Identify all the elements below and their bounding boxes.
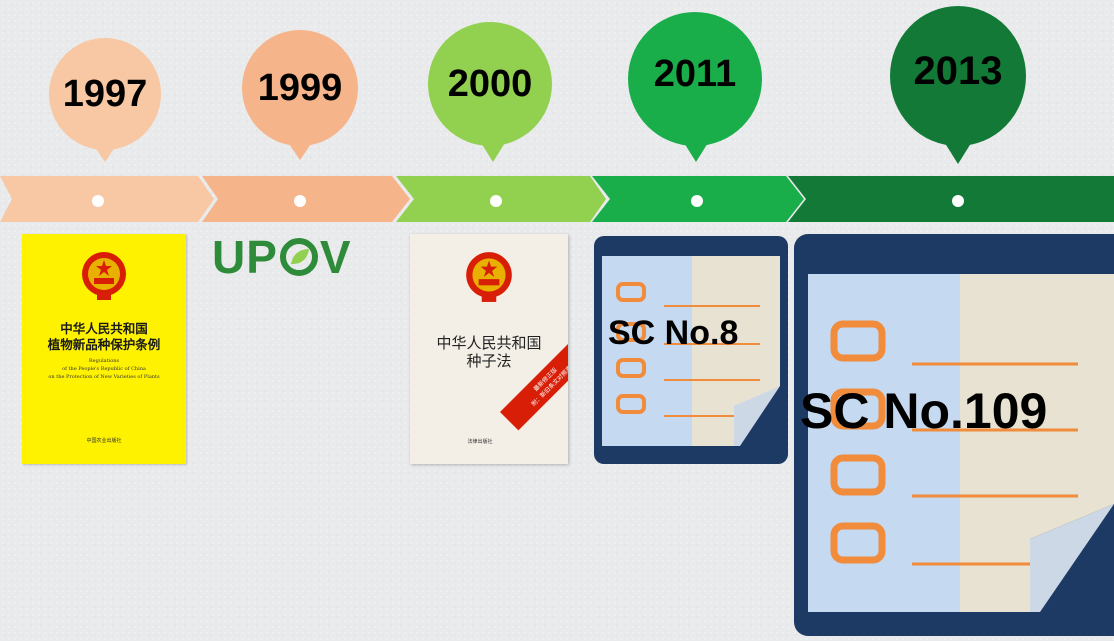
timeline-dot bbox=[691, 195, 703, 207]
checklist-tablet-icon bbox=[594, 236, 788, 464]
book1-publisher: 中国农业出版社 bbox=[86, 438, 122, 444]
upov-logo-text-a: UP bbox=[212, 231, 278, 283]
timeline-segment-1999 bbox=[202, 176, 410, 222]
bubble-pointer bbox=[681, 138, 711, 162]
book2-title-line2: 种子法 bbox=[466, 352, 512, 370]
year-2013-label: 2013 bbox=[890, 6, 1026, 146]
upov-leaf-o-icon bbox=[279, 238, 318, 276]
sc-no8-document: SC No.8 bbox=[594, 236, 788, 464]
year-1997-label: 1997 bbox=[49, 38, 161, 150]
timeline-arrow bbox=[0, 176, 1114, 222]
timeline-dot bbox=[952, 195, 964, 207]
upov-logo: UP V bbox=[212, 231, 352, 283]
checklist-tablet-icon bbox=[794, 234, 1114, 636]
national-emblem-icon bbox=[466, 252, 512, 302]
bubble-pointer bbox=[478, 138, 508, 162]
year-2000-label: 2000 bbox=[428, 22, 552, 146]
timeline-dot bbox=[490, 195, 502, 207]
book1-title-line1: 中华人民共和国 bbox=[60, 321, 148, 336]
upov-logo-text-b: V bbox=[319, 231, 352, 283]
year-2011-label: 2011 bbox=[628, 12, 762, 146]
timeline-dot bbox=[92, 195, 104, 207]
bubble-pointer bbox=[90, 140, 120, 162]
book2-publisher: 法律出版社 bbox=[467, 439, 493, 445]
book2-title-line1: 中华人民共和国 bbox=[436, 334, 542, 352]
book1-title-line2: 植物新品种保护条例 bbox=[47, 337, 161, 352]
sc-no109-document: SC No.109 bbox=[794, 234, 1114, 636]
bubble-pointer bbox=[943, 140, 973, 164]
sc-no109-label: SC No.109 bbox=[800, 383, 1048, 439]
sc-no8-label: SC No.8 bbox=[608, 314, 739, 352]
bubble-pointer bbox=[285, 138, 315, 160]
timeline-segment-2013 bbox=[788, 176, 1114, 222]
book1-en-line1: Regulations bbox=[88, 358, 120, 364]
seed-law-book-cover: 中华人民共和国 种子法 最新修正版 附：新旧条文对照表 法律出版社 bbox=[410, 234, 568, 464]
book1-en-line3: on the Protection of New Varieties of Pl… bbox=[48, 374, 160, 380]
year-1999-label: 1999 bbox=[242, 30, 358, 146]
book1-en-line2: of the People's Republic of China bbox=[62, 366, 146, 372]
timeline-segment-1997 bbox=[0, 176, 214, 222]
national-emblem-icon bbox=[82, 252, 126, 300]
regulations-book-cover: 中华人民共和国 植物新品种保护条例 Regulations of the Peo… bbox=[22, 234, 186, 464]
timeline-dot bbox=[294, 195, 306, 207]
